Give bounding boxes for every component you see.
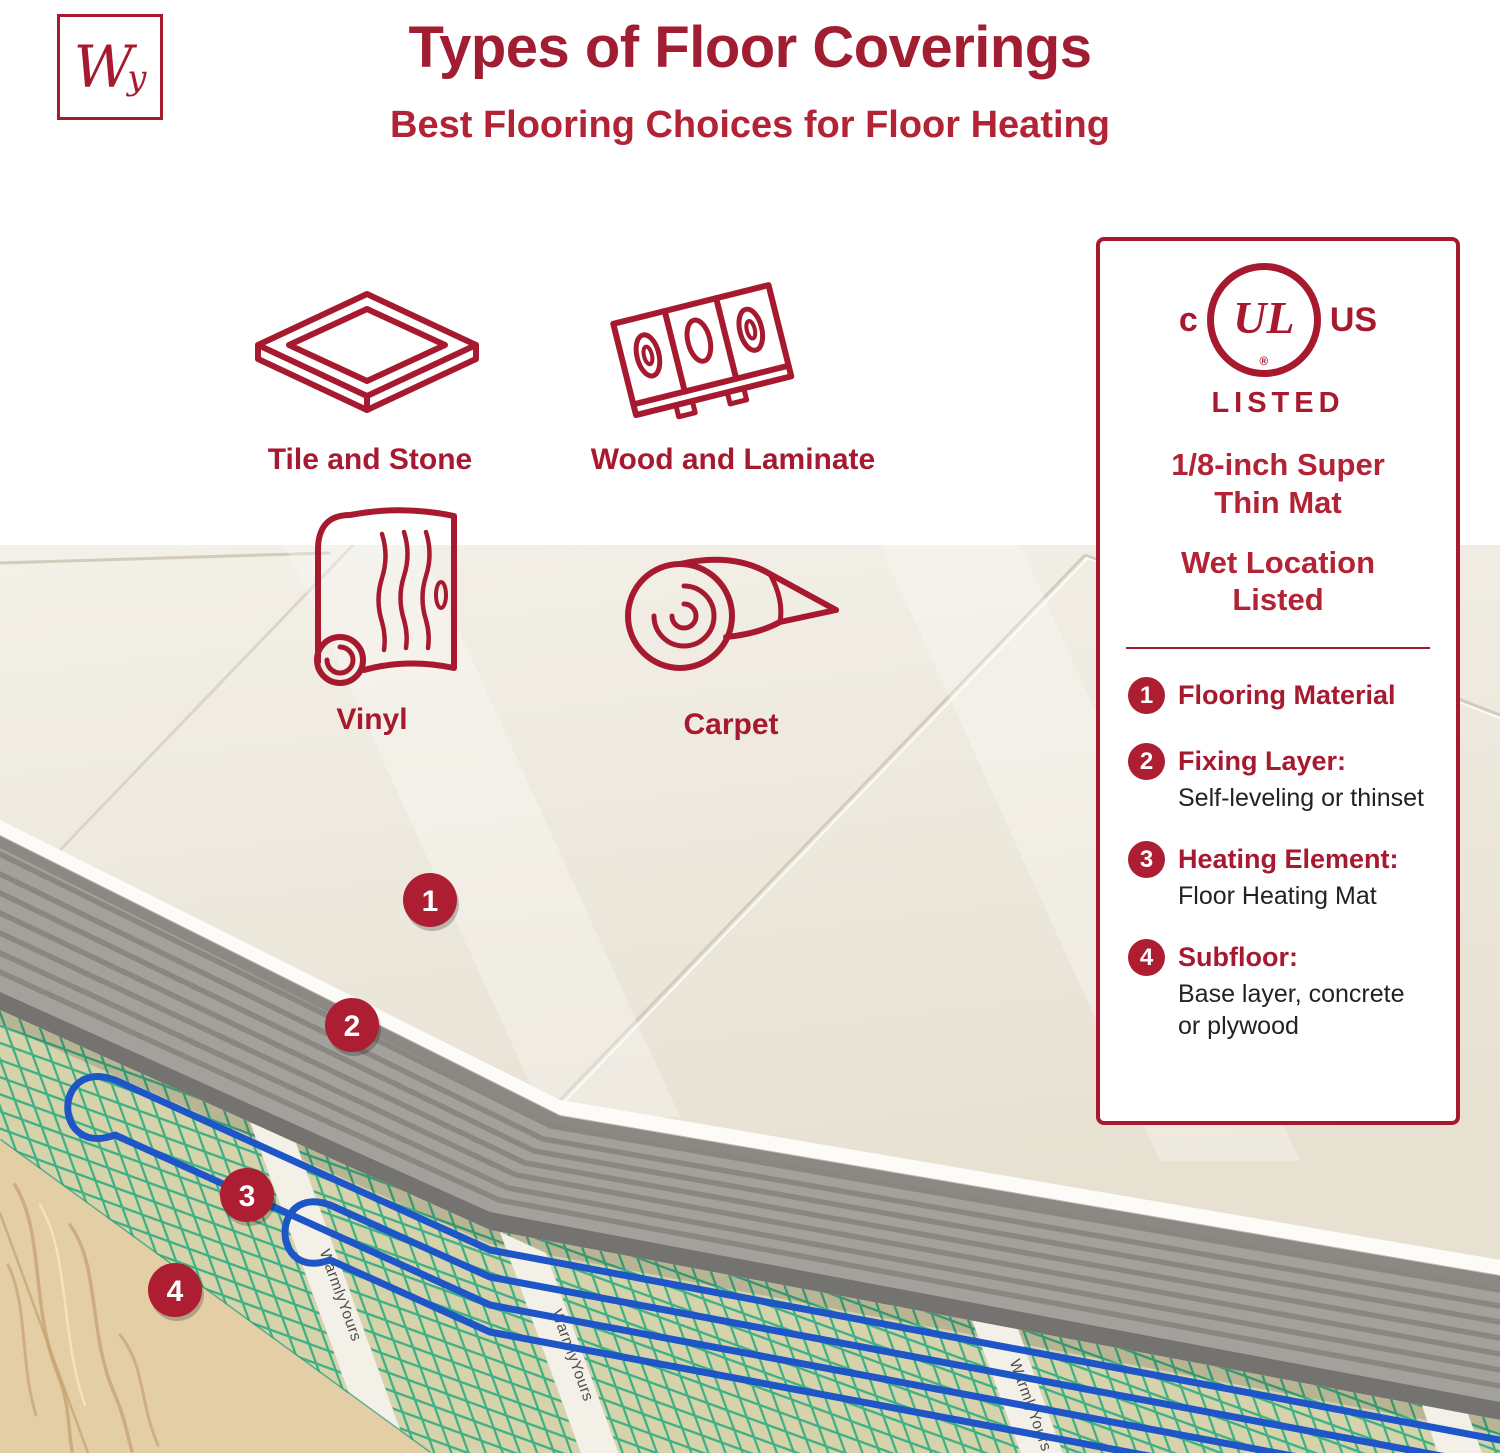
layer-label: Subfloor:	[1178, 942, 1298, 973]
feature-line-2: Thin Mat	[1214, 484, 1342, 520]
page-subtitle: Best Flooring Choices for Floor Heating	[390, 104, 1110, 146]
ul-us-label: US	[1329, 300, 1378, 339]
feature-text: 1/8-inch Super Thin Mat	[1100, 446, 1456, 522]
wood-laminate-icon	[598, 278, 808, 428]
layer-marker-1: 1	[403, 873, 459, 931]
svg-text:1: 1	[422, 885, 439, 918]
carpet-label: Carpet	[683, 708, 779, 741]
svg-text:3: 3	[239, 1180, 256, 1213]
layer-item-subfloor: 4 Subfloor: Base layer, concrete or plyw…	[1128, 939, 1432, 1042]
ul-letters: UL	[1233, 291, 1295, 343]
layer-item-heating: 3 Heating Element: Floor Heating Mat	[1128, 841, 1432, 912]
vinyl-icon-svg	[314, 507, 457, 686]
layer-marker-2: 2	[325, 998, 381, 1056]
layer-marker-3: 3	[220, 1168, 276, 1226]
layer-markers: 1 2 3 4	[148, 873, 459, 1321]
layer-number-badge: 4	[1128, 939, 1165, 977]
vinyl-icon	[282, 500, 472, 700]
subfloor-layer	[0, 1140, 430, 1453]
carpet-icon-svg	[625, 556, 839, 671]
feature-line-1: 1/8-inch Super	[1171, 447, 1385, 482]
svg-text:4: 4	[167, 1275, 184, 1308]
thinset-layer	[0, 836, 1500, 1420]
layer-item-flooring: 1 Flooring Material	[1128, 677, 1432, 716]
layer-label: Heating Element:	[1178, 844, 1399, 875]
layer-description: Self-leveling or thinset	[1178, 784, 1424, 813]
layer-item-fixing: 2 Fixing Layer: Self-leveling or thinset	[1128, 743, 1432, 814]
layer-number-badge: 2	[1128, 743, 1165, 781]
svg-text:2: 2	[344, 1010, 361, 1043]
layer-description: Floor Heating Mat	[1178, 882, 1377, 911]
wood-grain	[0, 1183, 160, 1453]
carpet-icon	[608, 520, 843, 695]
vinyl-label: Vinyl	[336, 703, 408, 736]
layer-number-badge: 1	[1128, 677, 1165, 715]
tile-stone-icon	[252, 288, 482, 428]
spec-panel: c UL ® US LISTED 1/8-inch Super Thin Mat…	[1096, 237, 1460, 1125]
layer-list: 1 Flooring Material 2 Fixing Layer: Self…	[1100, 677, 1456, 1042]
page-title: Types of Floor Coverings	[408, 15, 1092, 80]
ul-certification-mark: c UL ® US	[1100, 263, 1456, 377]
layer-label: Flooring Material	[1178, 680, 1396, 711]
wet-location-text: Wet Location Listed	[1100, 544, 1456, 620]
ul-c-label: c	[1178, 300, 1198, 339]
layer-description: Base layer, concrete or plywood	[1178, 980, 1405, 1041]
tile-stone-label: Tile and Stone	[267, 443, 473, 476]
layer-label: Fixing Layer:	[1178, 746, 1347, 777]
thinset-front-edge	[0, 992, 1500, 1420]
wood-laminate-icon-svg	[610, 282, 795, 420]
listed-label: LISTED	[1211, 387, 1345, 419]
thinset-ridges	[0, 851, 1500, 1389]
layer-marker-4: 4	[148, 1263, 204, 1321]
brand-logo-letter-y: y	[127, 58, 147, 98]
heating-cable	[64, 1073, 1500, 1453]
layer-number-badge: 3	[1128, 841, 1165, 879]
registered-symbol: ®	[1259, 354, 1269, 368]
brand-logo-letter-w: W	[73, 33, 134, 101]
ul-logo-icon: UL ®	[1206, 263, 1321, 377]
wood-laminate-label: Wood and Laminate	[590, 443, 876, 476]
brand-logo: W y	[57, 14, 163, 120]
wet-location-line-2: Listed	[1232, 582, 1324, 618]
wet-location-line-1: Wet Location	[1180, 544, 1376, 580]
tile-stone-icon-svg	[255, 291, 479, 413]
panel-divider	[1126, 647, 1430, 650]
